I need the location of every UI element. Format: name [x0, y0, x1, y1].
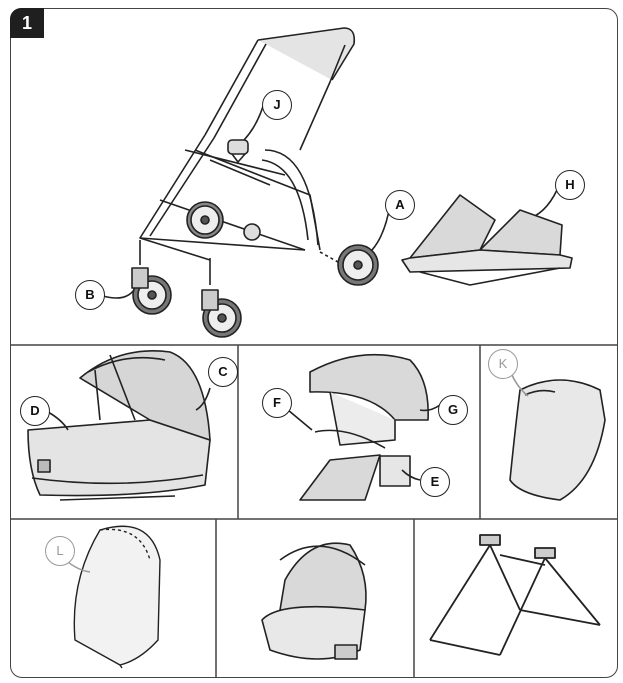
infant-car-seat	[261, 542, 367, 660]
callout-c: C	[208, 357, 238, 387]
shopping-basket	[401, 194, 573, 286]
instruction-sheet	[10, 8, 618, 678]
front-wheel-right	[201, 289, 242, 338]
rear-wheel	[319, 244, 379, 286]
callout-h: H	[555, 170, 585, 200]
callout-a: A	[385, 190, 415, 220]
rain-cover	[59, 525, 161, 669]
stroller-chassis	[102, 27, 558, 338]
step-number-badge: 1	[10, 8, 44, 38]
carrycot	[27, 350, 211, 501]
footmuff	[509, 374, 606, 501]
callout-l: L	[45, 536, 75, 566]
callout-e: E	[420, 467, 450, 497]
callout-k: K	[488, 349, 518, 379]
seat-unit	[287, 353, 441, 501]
callout-d: D	[20, 396, 50, 426]
callout-j: J	[262, 90, 292, 120]
front-wheel-left	[131, 267, 172, 315]
carrycot-stand	[429, 534, 601, 656]
callout-g: G	[438, 395, 468, 425]
callout-b: B	[75, 280, 105, 310]
panel-dividers	[10, 344, 618, 678]
callout-f: F	[262, 388, 292, 418]
